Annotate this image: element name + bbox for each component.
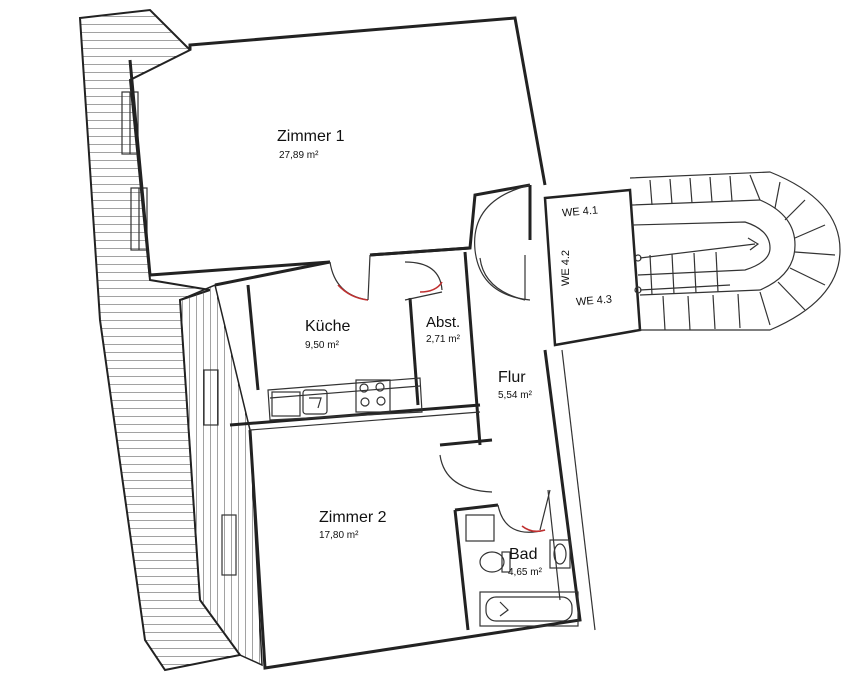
room-area-flur: 5,54 m² bbox=[498, 390, 532, 401]
right-wall-detail bbox=[547, 349, 596, 631]
kitchen-counter bbox=[267, 377, 423, 421]
room-area-zimmer2: 17,80 m² bbox=[319, 530, 359, 541]
washbasin-right-icon bbox=[549, 539, 571, 569]
door-kueche bbox=[404, 261, 443, 301]
room-area-kueche: 9,50 m² bbox=[305, 340, 339, 351]
bathtub-icon bbox=[479, 591, 579, 627]
room-area-zimmer1: 27,89 m² bbox=[279, 150, 319, 161]
staircase bbox=[474, 171, 841, 347]
room-name-abst: Abst. bbox=[426, 314, 461, 331]
door-bad bbox=[497, 504, 546, 533]
room-area-abst: 2,71 m² bbox=[426, 334, 460, 345]
room-name-zimmer1: Zimmer 1 bbox=[277, 128, 345, 145]
toilet-icon bbox=[479, 551, 511, 573]
roof-strip-left bbox=[78, 8, 263, 672]
window-upper-left bbox=[121, 91, 148, 251]
room-name-bad: Bad bbox=[509, 546, 538, 563]
stair-arrow-icon bbox=[634, 237, 760, 294]
sink-icon bbox=[271, 389, 328, 417]
room-name-zimmer2: Zimmer 2 bbox=[319, 509, 387, 526]
washbasin-icon bbox=[465, 514, 495, 542]
room-area-bad: 4,65 m² bbox=[508, 567, 542, 578]
stair-label-we42: WE 4.2 bbox=[560, 249, 573, 287]
room-name-kueche: Küche bbox=[305, 318, 351, 335]
door-zimmer2 bbox=[439, 454, 493, 493]
window-lower-left bbox=[203, 369, 237, 576]
room-name-flur: Flur bbox=[498, 369, 526, 386]
interior-walls bbox=[214, 246, 551, 631]
door-zimmer1 bbox=[329, 254, 371, 301]
stove-icon bbox=[355, 379, 391, 413]
